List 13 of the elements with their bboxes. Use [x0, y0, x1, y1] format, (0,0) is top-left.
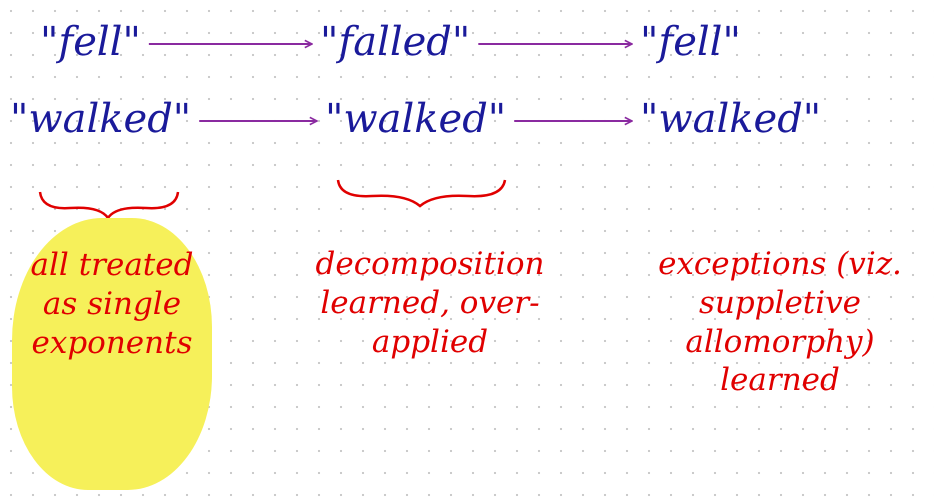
- arrow: [514, 116, 633, 126]
- quoted-word: "walked": [640, 97, 822, 141]
- quoted-word: "fell": [40, 20, 141, 64]
- quoted-word: "walked": [325, 97, 506, 141]
- quoted-word: "walked": [10, 97, 192, 141]
- arrow: [199, 116, 318, 126]
- annotation-text: decomposition learned, over-applied: [314, 245, 546, 362]
- highlighted-note: all treated as single exponents: [12, 218, 212, 490]
- quoted-word: "falled": [320, 20, 470, 64]
- quoted-word: "fell": [640, 20, 741, 64]
- arrow: [478, 40, 633, 48]
- annotation-text: exceptions (viz. suppletive allomorphy) learned: [657, 245, 903, 400]
- arrow: [148, 40, 313, 48]
